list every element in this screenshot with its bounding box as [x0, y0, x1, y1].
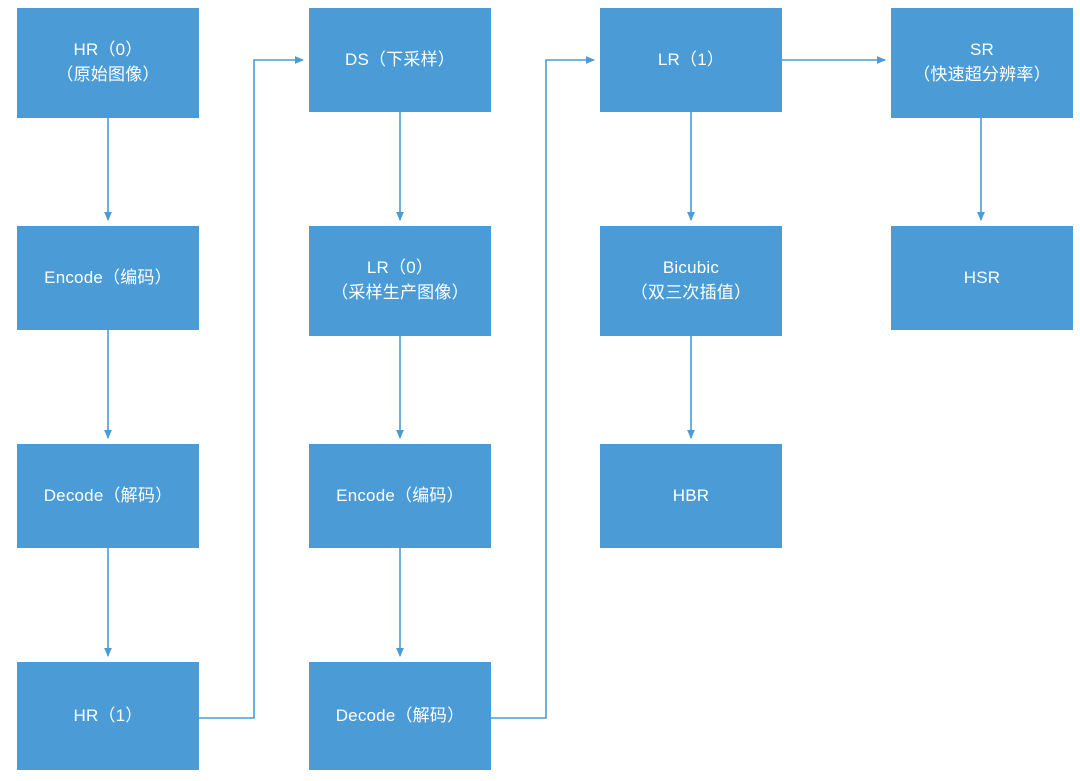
node-label: Decode（解码） — [335, 705, 465, 725]
node-label: HR（0） （原始图像） — [56, 40, 160, 84]
node-ds[interactable]: DS（下采样） — [309, 8, 491, 112]
node-label: Decode（解码） — [43, 485, 173, 505]
node-label: DS（下采样） — [344, 49, 455, 69]
node-label: SR （快速超分辨率） — [913, 40, 1051, 84]
node-decode0[interactable]: Decode（解码） — [17, 444, 199, 548]
node-bicubic[interactable]: Bicubic （双三次插值） — [600, 226, 782, 336]
node-label: HBR — [672, 485, 710, 505]
node-label: Encode（编码） — [44, 267, 172, 287]
node-label: LR（1） — [657, 49, 725, 69]
node-encode1[interactable]: Encode（编码） — [309, 444, 491, 548]
node-label: HSR — [963, 267, 1001, 287]
node-label: LR（0） （采样生产图像） — [331, 258, 469, 302]
node-sr[interactable]: SR （快速超分辨率） — [891, 8, 1073, 118]
node-hr0[interactable]: HR（0） （原始图像） — [17, 8, 199, 118]
node-hbr[interactable]: HBR — [600, 444, 782, 548]
node-decode1[interactable]: Decode（解码） — [309, 662, 491, 770]
edge-hr1-to-ds — [199, 56, 304, 719]
node-lr0[interactable]: LR（0） （采样生产图像） — [309, 226, 491, 336]
node-hsr[interactable]: HSR — [891, 226, 1073, 330]
edges-group — [104, 56, 985, 719]
node-encode0[interactable]: Encode（编码） — [17, 226, 199, 330]
node-label: Encode（编码） — [336, 485, 464, 505]
edge-decode1-to-lr1 — [491, 56, 595, 719]
node-hr1[interactable]: HR（1） — [17, 662, 199, 770]
node-label: HR（1） — [73, 705, 143, 725]
node-label: Bicubic （双三次插值） — [630, 258, 752, 302]
node-lr1[interactable]: LR（1） — [600, 8, 782, 112]
